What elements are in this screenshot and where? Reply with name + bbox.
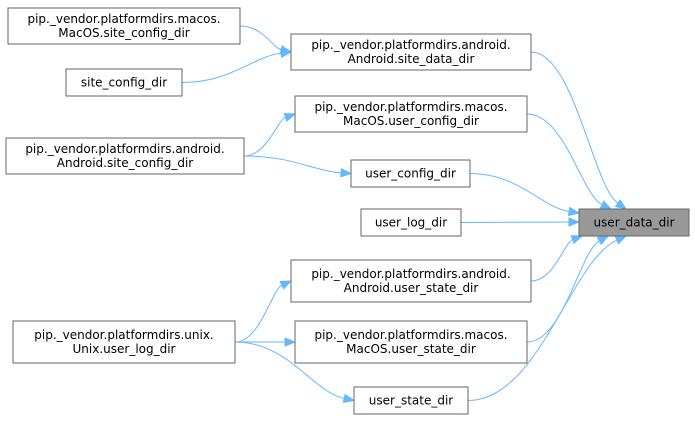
node-label-line: pip._vendor.platformdirs.macos. xyxy=(27,12,220,26)
edges-layer xyxy=(181,25,628,403)
node-android-site-config-dir[interactable]: pip._vendor.platformdirs.android.Android… xyxy=(5,137,245,175)
node-user-data-dir[interactable]: user_data_dir xyxy=(578,208,690,237)
edge-line xyxy=(239,25,282,51)
node-label-line: Unix.user_log_dir xyxy=(73,342,176,356)
node-box xyxy=(65,68,183,97)
node-box xyxy=(350,159,471,188)
node-box xyxy=(294,320,528,364)
edge-macos_user_config_dir-to-user_data_dir xyxy=(526,113,613,210)
node-label-line: user_state_dir xyxy=(369,394,454,408)
edge-arrowhead xyxy=(340,168,353,178)
edge-unix_user_log_dir-to-user_state_dir xyxy=(234,341,356,403)
edge-android_site_config_dir-to-macos_user_config_dir xyxy=(243,113,297,157)
node-user-state-dir[interactable]: user_state_dir xyxy=(353,386,469,415)
edge-android_site_config_dir-to-user_config_dir xyxy=(243,155,353,178)
node-label-line: MacOS.user_state_dir xyxy=(346,342,476,356)
nodes-layer: user_data_dir pip._vendor.platformdirs.an… xyxy=(5,7,690,415)
edge-line xyxy=(234,341,345,399)
edge-line xyxy=(234,284,283,343)
node-unix-user-log-dir[interactable]: pip._vendor.platformdirs.unix.Unix.user_… xyxy=(12,320,236,364)
edge-arrowhead xyxy=(570,235,584,245)
node-label-line: user_data_dir xyxy=(593,216,674,230)
edge-arrowhead xyxy=(614,235,628,245)
node-label-line: pip._vendor.platformdirs.android. xyxy=(311,38,510,52)
node-user-config-dir[interactable]: user_config_dir xyxy=(350,159,471,188)
node-label-line: pip._vendor.platformdirs.android. xyxy=(311,267,510,281)
node-label-line: Android.user_state_dir xyxy=(344,281,479,295)
edge-macos_user_state_dir-to-user_data_dir xyxy=(526,235,610,343)
edge-arrowhead xyxy=(568,217,581,227)
node-box xyxy=(12,320,236,364)
node-label-line: Android.site_config_dir xyxy=(57,156,194,170)
node-label-line: pip._vendor.platformdirs.unix. xyxy=(34,328,213,342)
node-macos-user-config-dir[interactable]: pip._vendor.platformdirs.macos.MacOS.use… xyxy=(294,95,528,133)
edge-line xyxy=(469,173,570,212)
edge-arrowhead xyxy=(283,113,297,122)
node-label-line: site_config_dir xyxy=(81,76,167,90)
edge-arrowhead xyxy=(342,393,356,403)
edge-line xyxy=(243,116,286,157)
node-box xyxy=(290,33,532,71)
edge-line xyxy=(526,240,600,343)
edge-arrowhead xyxy=(596,235,610,246)
edge-arrowhead xyxy=(280,48,293,58)
edge-arrowhead xyxy=(614,199,628,210)
node-box xyxy=(290,259,532,303)
node-label-line: Android.site_data_dir xyxy=(348,52,475,66)
node-box xyxy=(353,386,469,415)
edge-line xyxy=(530,51,619,204)
edge-android_site_data_dir-to-user_data_dir xyxy=(530,51,628,210)
edge-arrowhead xyxy=(279,280,293,290)
node-site-config-dir[interactable]: site_config_dir xyxy=(65,68,183,97)
edge-unix_user_log_dir-to-android_user_state_dir xyxy=(234,280,293,343)
node-macos-site-config-dir[interactable]: pip._vendor.platformdirs.macos.MacOS.sit… xyxy=(7,7,241,45)
node-label-line: user_config_dir xyxy=(365,167,456,181)
edge-user_state_dir-to-user_data_dir xyxy=(467,235,628,401)
edge-line xyxy=(467,239,618,401)
node-label-line: MacOS.user_config_dir xyxy=(343,114,479,128)
edge-line xyxy=(526,113,603,206)
edge-line xyxy=(530,239,573,282)
node-user-log-dir[interactable]: user_log_dir xyxy=(360,208,462,237)
node-label-line: pip._vendor.platformdirs.android. xyxy=(25,142,224,156)
node-label-line: pip._vendor.platformdirs.macos. xyxy=(314,328,507,342)
node-box xyxy=(294,95,528,133)
node-android-user-state-dir[interactable]: pip._vendor.platformdirs.android.Android… xyxy=(290,259,532,303)
edge-arrowhead xyxy=(567,206,581,217)
node-label-line: pip._vendor.platformdirs.macos. xyxy=(314,100,507,114)
edge-user_config_dir-to-user_data_dir xyxy=(469,173,581,217)
node-box xyxy=(578,208,690,237)
node-macos-user-state-dir[interactable]: pip._vendor.platformdirs.macos.MacOS.use… xyxy=(294,320,528,364)
edge-line xyxy=(181,52,282,83)
node-box xyxy=(360,208,462,237)
edge-arrowhead xyxy=(284,337,297,347)
edge-arrowhead xyxy=(599,200,613,210)
node-label-line: user_log_dir xyxy=(375,216,447,230)
node-label-line: MacOS.site_config_dir xyxy=(58,26,190,40)
edge-user_log_dir-to-user_data_dir xyxy=(460,217,581,227)
node-box xyxy=(5,137,245,175)
edge-site_config_dir-to-android_site_data_dir xyxy=(181,48,293,83)
edge-android_user_state_dir-to-user_data_dir xyxy=(530,235,584,282)
edge-line xyxy=(243,155,342,174)
node-box xyxy=(7,7,241,45)
node-android-site-data-dir[interactable]: pip._vendor.platformdirs.android.Android… xyxy=(290,33,532,71)
